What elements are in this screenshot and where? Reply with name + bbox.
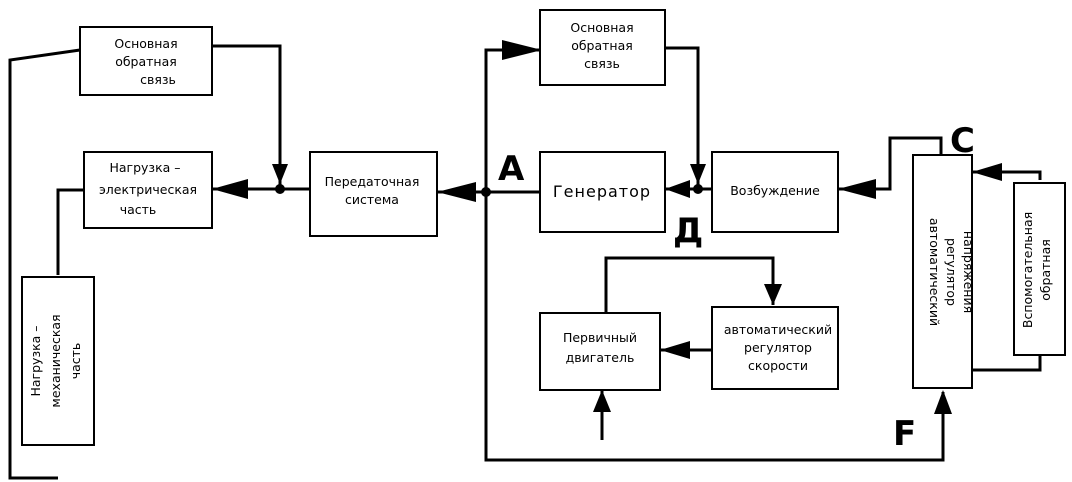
transmission-line-1: Передаточная xyxy=(325,174,420,189)
junction-a xyxy=(481,187,491,197)
arrow-into-voltage-regulator-aux xyxy=(972,163,1002,181)
block-excitation: Возбуждение xyxy=(711,151,839,233)
load-electric-line-1: Нагрузка – xyxy=(109,160,180,175)
arrow-up-prime-mover xyxy=(593,390,611,412)
arrow-into-generator xyxy=(665,180,690,198)
speed-regulator-line-2: регулятор xyxy=(744,340,812,355)
speed-regulator-line-1: автоматический xyxy=(724,322,832,337)
prime-mover-line-2: двигатель xyxy=(566,350,635,365)
arrow-into-excitation xyxy=(838,179,876,199)
feedback-left-line-2: обратная xyxy=(115,54,177,69)
block-feedback-left: Основная обратная связь xyxy=(79,26,213,96)
junction-excitation xyxy=(693,184,703,194)
feedback-right-line-2: обратная xyxy=(571,38,633,53)
feedback-right-line-3: связь xyxy=(584,56,620,71)
voltage-regulator-line-2: регулятор xyxy=(944,238,959,306)
block-load-mechanical: Нагрузка – механическая часть xyxy=(21,276,95,446)
block-load-electric: Нагрузка – электрическая часть xyxy=(83,151,213,229)
load-electric-line-3: часть xyxy=(120,202,157,217)
load-mechanical-line-3: часть xyxy=(68,343,83,380)
point-c-label: С xyxy=(950,121,975,161)
arrow-into-speed-regulator xyxy=(764,284,782,305)
arrow-into-right-feedback xyxy=(502,40,542,60)
arrow-into-transmission xyxy=(437,182,476,202)
generator-label: Генератор xyxy=(553,182,651,201)
junction-dots xyxy=(275,184,703,197)
block-voltage-regulator: автоматический регулятор напряжения xyxy=(912,154,976,389)
excitation-label: Возбуждение xyxy=(730,183,820,198)
feedback-left-line-3: связь xyxy=(140,72,176,87)
block-generator: Генератор xyxy=(539,151,666,233)
aux-feedback-line-2: обратная xyxy=(1038,239,1053,301)
load-mechanical-line-1: Нагрузка – xyxy=(28,325,43,396)
voltage-regulator-line-3: напряжения xyxy=(961,231,976,313)
arrow-down-left-junction xyxy=(272,164,288,184)
junction-left xyxy=(275,184,285,194)
block-prime-mover: Первичный двигатель xyxy=(539,312,661,391)
arrowheads xyxy=(212,40,1002,414)
point-f-label: F xyxy=(893,414,916,454)
voltage-regulator-line-1: автоматический xyxy=(927,218,942,326)
feedback-left-line-1: Основная xyxy=(114,36,177,51)
prime-mover-line-1: Первичный xyxy=(563,330,637,345)
speed-regulator-line-3: скорости xyxy=(748,358,808,373)
aux-feedback-line-1: Вспомогательная xyxy=(1020,212,1035,328)
block-aux-feedback: Вспомогательная обратная xyxy=(1013,182,1066,356)
block-speed-regulator: автоматический регулятор скорости xyxy=(711,306,839,390)
point-d-label: Д xyxy=(673,211,703,251)
arrow-down-excitation-junction xyxy=(690,164,706,184)
connection-lines xyxy=(8,44,1042,480)
arrow-into-electric-load xyxy=(212,179,248,199)
load-electric-line-2: электрическая xyxy=(99,182,197,197)
block-feedback-right: Основная обратная связь xyxy=(539,9,666,86)
load-mechanical-line-2: механическая xyxy=(48,314,63,407)
feedback-right-line-1: Основная xyxy=(570,20,633,35)
arrow-up-voltage-regulator xyxy=(934,390,952,414)
point-a-label: А xyxy=(498,149,525,189)
transmission-line-2: система xyxy=(345,192,399,207)
arrow-into-prime-mover xyxy=(660,341,690,359)
block-transmission: Передаточная система xyxy=(309,151,438,237)
